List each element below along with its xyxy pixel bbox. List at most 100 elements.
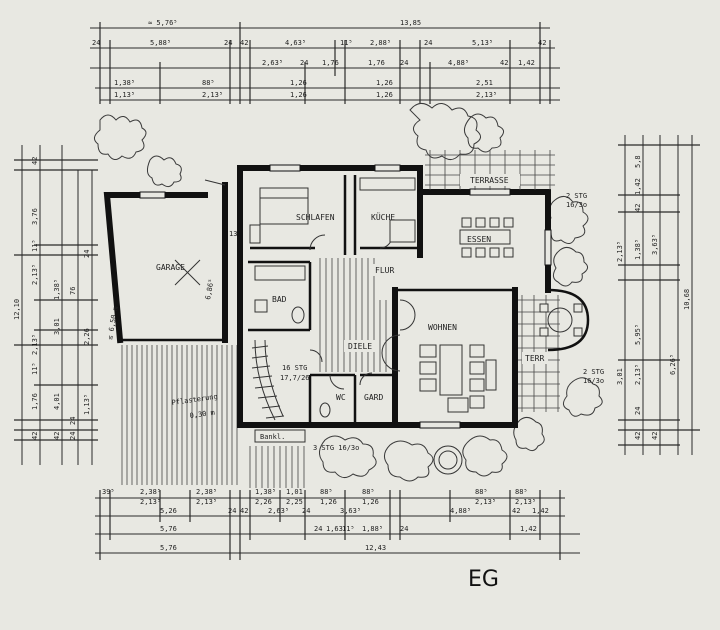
room-label-flur: FLUR <box>375 266 394 275</box>
right-dim-0: 10,68 <box>683 289 691 310</box>
top-dim-r2-2: 24 <box>224 39 232 47</box>
room-essen: ESSEN <box>459 217 514 258</box>
room-label-wohnen: WOHNEN <box>428 323 457 332</box>
bottom-dim-r1-10: 1,26 <box>320 498 337 506</box>
top-dimension-lines: ≈ 5,76⁵ 13,85 24 5,88⁵ 24 42 4,63⁵ 11⁵ 2… <box>90 19 560 104</box>
top-dim-r4-8: 2,51 <box>476 79 493 87</box>
bottom-dim-r1-14: 2,13⁵ <box>475 498 496 506</box>
bottom-dim-r3-5: 24 <box>400 525 408 533</box>
top-dim-r3-3: 1,76 <box>368 59 385 67</box>
room-label-schlafen: SCHLAFEN <box>296 213 335 222</box>
right-dim-8: 6,26⁵ <box>669 354 677 375</box>
left-dimension-lines: 12,10 42 3,76 11⁵ 2,13⁵ 1,38⁵ 76 3,01 11… <box>13 145 98 465</box>
right-dim-12: 42 <box>634 432 642 440</box>
right-dim-6: 3,63⁵ <box>651 234 659 255</box>
main-staircase: 16 STG 17,7/26 <box>251 339 310 421</box>
bottom-dim-r2-5: 3,63⁵ <box>340 507 361 515</box>
entry-stair: Bankl. 3 STG 16/3o <box>249 429 359 488</box>
left-dim-15: 42 <box>31 432 39 440</box>
left-dim-12: 24 <box>69 417 77 425</box>
bottom-dim-r1-12: 1,26 <box>362 498 379 506</box>
top-dim-r2-5: 11⁵ <box>340 39 353 47</box>
right-dim-1: 5,8 <box>634 155 642 168</box>
top-dim-r3-4: 24 <box>400 59 408 67</box>
top-dim-r4-4: 1,26 <box>290 79 307 87</box>
right-dim-2: 1,42 <box>634 178 642 195</box>
left-dim-10: 1,76 <box>31 393 39 410</box>
top-dim-r4-7: 1,26 <box>376 91 393 99</box>
room-wc: WC <box>319 393 346 418</box>
left-dim-8: 11⁵ <box>31 362 39 375</box>
bottom-dim-r4-1: 12,43 <box>365 544 386 552</box>
right-dim-13: 42 <box>651 432 659 440</box>
top-dim-r1-1: 13,85 <box>400 19 421 27</box>
room-schlafen: SCHLAFEN 13 <box>229 187 335 244</box>
stair-note-2-top: 2 STG <box>566 192 587 200</box>
right-dim-3: 42 <box>634 204 642 212</box>
left-dim-2: 3,76 <box>31 208 39 225</box>
left-dim-14: 1,13⁵ <box>83 394 91 415</box>
bottom-dim-r3-0: 5,76 <box>160 525 177 533</box>
bottom-dim-r1-15: 88⁵ <box>515 488 528 496</box>
left-dim-11: 4,01 <box>53 393 61 410</box>
left-dim-1: 42 <box>31 157 39 165</box>
right-dimension-lines: 10,68 5,8 1,42 42 2,13⁵ 1,38⁵ 3,63⁵ 5,95… <box>616 135 700 455</box>
left-dim-7: 3,01 <box>53 318 61 335</box>
room-wohnen: WOHNEN <box>419 323 497 413</box>
top-dim-r3-2: 1,76 <box>322 59 339 67</box>
top-dim-r3-7: 1,42 <box>518 59 535 67</box>
bottom-dim-r1-8: 2,25 <box>286 498 303 506</box>
left-dim-0: 12,10 <box>13 299 21 320</box>
bottom-dim-r1-2: 2,13⁵ <box>140 498 161 506</box>
top-dim-r4-0: 1,38⁵ <box>114 79 135 87</box>
bottom-dim-r2-0: 5,26 <box>160 507 177 515</box>
stair-note-3: 3 STG 16/3o <box>313 444 359 452</box>
room-gard: GARD <box>364 393 383 402</box>
top-dim-r4-9: 2,13⁵ <box>476 91 497 99</box>
shrubbery <box>94 103 603 482</box>
room-diele: DIELE <box>319 300 387 372</box>
room-label-essen: ESSEN <box>467 235 491 244</box>
bottom-dim-r2-7: 42 <box>512 507 520 515</box>
terrace-stair-notes: 2 STG 16/3o 2 STG 16/3o <box>566 192 604 385</box>
bottom-dim-r1-1: 2,38⁵ <box>140 488 161 496</box>
top-dim-r2-1: 5,88⁵ <box>150 39 171 47</box>
bottom-dim-r3-1: 24 <box>314 525 322 533</box>
left-dim-9: 2,13⁵ <box>31 334 39 355</box>
bottom-dim-r1-4: 2,13⁵ <box>196 498 217 506</box>
right-dim-5: 1,38⁵ <box>634 239 642 260</box>
stair-note-2-top-val: 16/3o <box>566 201 587 209</box>
left-dim-16: 2,26 <box>83 328 91 345</box>
bottom-dim-r1-7: 1,01 <box>286 488 303 496</box>
house-walls <box>139 164 552 429</box>
bench-label: Bankl. <box>260 433 285 441</box>
bottom-dim-r2-6: 4,88⁵ <box>450 507 471 515</box>
driveway-paving: Pflasterung 0,30 m <box>121 345 238 485</box>
right-dim-7: 5,95⁵ <box>634 324 642 345</box>
bottom-dim-r1-5: 1,38⁵ <box>255 488 276 496</box>
room-label-wc: WC <box>336 393 346 402</box>
dim-13: 13 <box>229 230 237 238</box>
bottom-dimension-lines: 39⁵ 2,38⁵ 2,13⁵ 2,38⁵ 2,13⁵ 1,38⁵ 2,26 1… <box>95 488 580 560</box>
top-dim-r4-3: 2,13⁵ <box>202 91 223 99</box>
room-bad: BAD <box>254 265 306 324</box>
room-terr: TERR <box>518 288 590 412</box>
room-label-diele: DIELE <box>348 342 372 351</box>
room-label-kuche: KÜCHE <box>371 212 395 222</box>
top-dim-r4-5: 1,26 <box>290 91 307 99</box>
left-dim-5: 1,38⁵ <box>53 279 61 300</box>
left-dim-3: 11⁵ <box>31 239 39 252</box>
left-dim-13: 24 <box>69 432 77 440</box>
top-dim-r3-1: 24 <box>300 59 308 67</box>
left-dim-6: 76 <box>69 287 77 295</box>
top-dim-r2-9: 42 <box>538 39 546 47</box>
bottom-dim-r1-16: 2,13⁵ <box>515 498 536 506</box>
room-label-terrasse: TERRASSE <box>470 176 509 185</box>
bottom-dim-r3-4: 1,88⁵ <box>362 525 383 533</box>
room-label-bad: BAD <box>272 295 287 304</box>
bottom-dim-r2-4: 24 <box>302 507 310 515</box>
garage: GARAGE ≤ 6,50 m 6,86⁵ <box>103 179 228 344</box>
left-dim-17: 42 <box>53 432 61 440</box>
room-terrasse: TERRASSE <box>425 150 555 190</box>
